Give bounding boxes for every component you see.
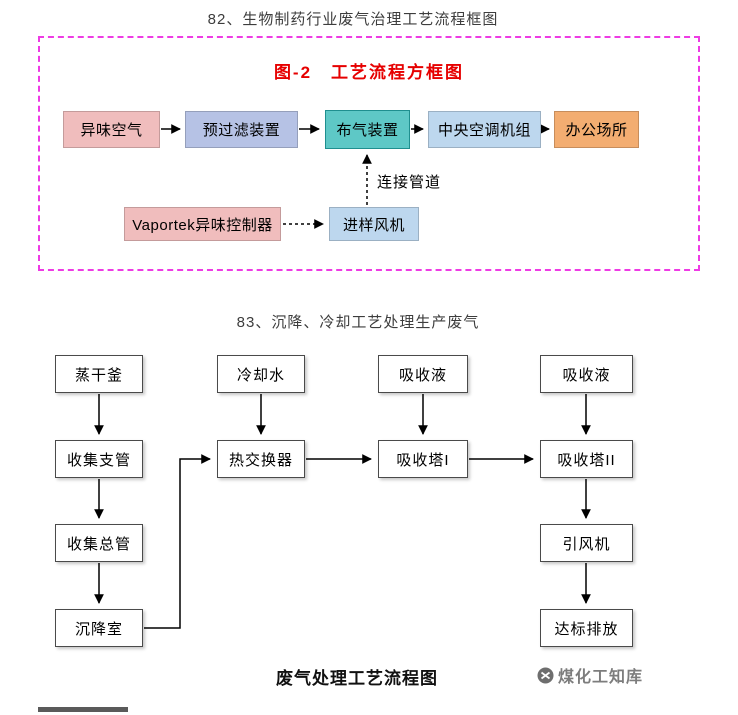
page-title-83: 83、沉降、冷却工艺处理生产废气	[236, 314, 480, 331]
proc-box-induced-fan: 引风机	[540, 524, 633, 562]
figure2-title: 图-2 工艺流程方框图	[273, 63, 465, 82]
proc-box-evaporator: 蒸干釜	[55, 355, 143, 393]
brand-logo-icon	[537, 667, 554, 683]
proc-box-collect-main: 收集总管	[55, 524, 143, 562]
flow-box-prefilter: 预过滤装置	[185, 111, 298, 148]
flow-box-sampling-fan: 进样风机	[329, 207, 419, 241]
proc-box-cooling-water: 冷却水	[217, 355, 305, 393]
proc-box-absorber-1: 吸收塔I	[378, 440, 468, 478]
proc-box-absorber-2: 吸收塔II	[540, 440, 633, 478]
watermark-text: 煤化工知库	[558, 669, 644, 686]
figure2-frame	[38, 36, 700, 271]
proc-box-heat-exchanger: 热交换器	[217, 440, 305, 478]
proc-box-absorbent-1: 吸收液	[378, 355, 468, 393]
page-title-82: 82、生物制药行业废气治理工艺流程框图	[207, 11, 499, 28]
watermark: 煤化工知库	[537, 663, 643, 687]
proc-box-discharge: 达标排放	[540, 609, 633, 647]
flow-box-vaportek-controller: Vaportek异味控制器	[124, 207, 281, 241]
proc-box-settling-chamber: 沉降室	[55, 609, 143, 647]
flow-box-gas-distributor: 布气装置	[325, 110, 410, 149]
flow-box-odor-air: 异味空气	[63, 111, 160, 148]
partial-divider	[38, 707, 128, 712]
diagram2-caption: 废气处理工艺流程图	[276, 669, 438, 688]
label-connecting-pipe: 连接管道	[377, 174, 442, 191]
proc-box-collect-branch: 收集支管	[55, 440, 143, 478]
flow-box-hvac-unit: 中央空调机组	[428, 111, 541, 148]
flow-box-office: 办公场所	[554, 111, 639, 148]
proc-box-absorbent-2: 吸收液	[540, 355, 633, 393]
elbow-arrow	[144, 454, 211, 629]
